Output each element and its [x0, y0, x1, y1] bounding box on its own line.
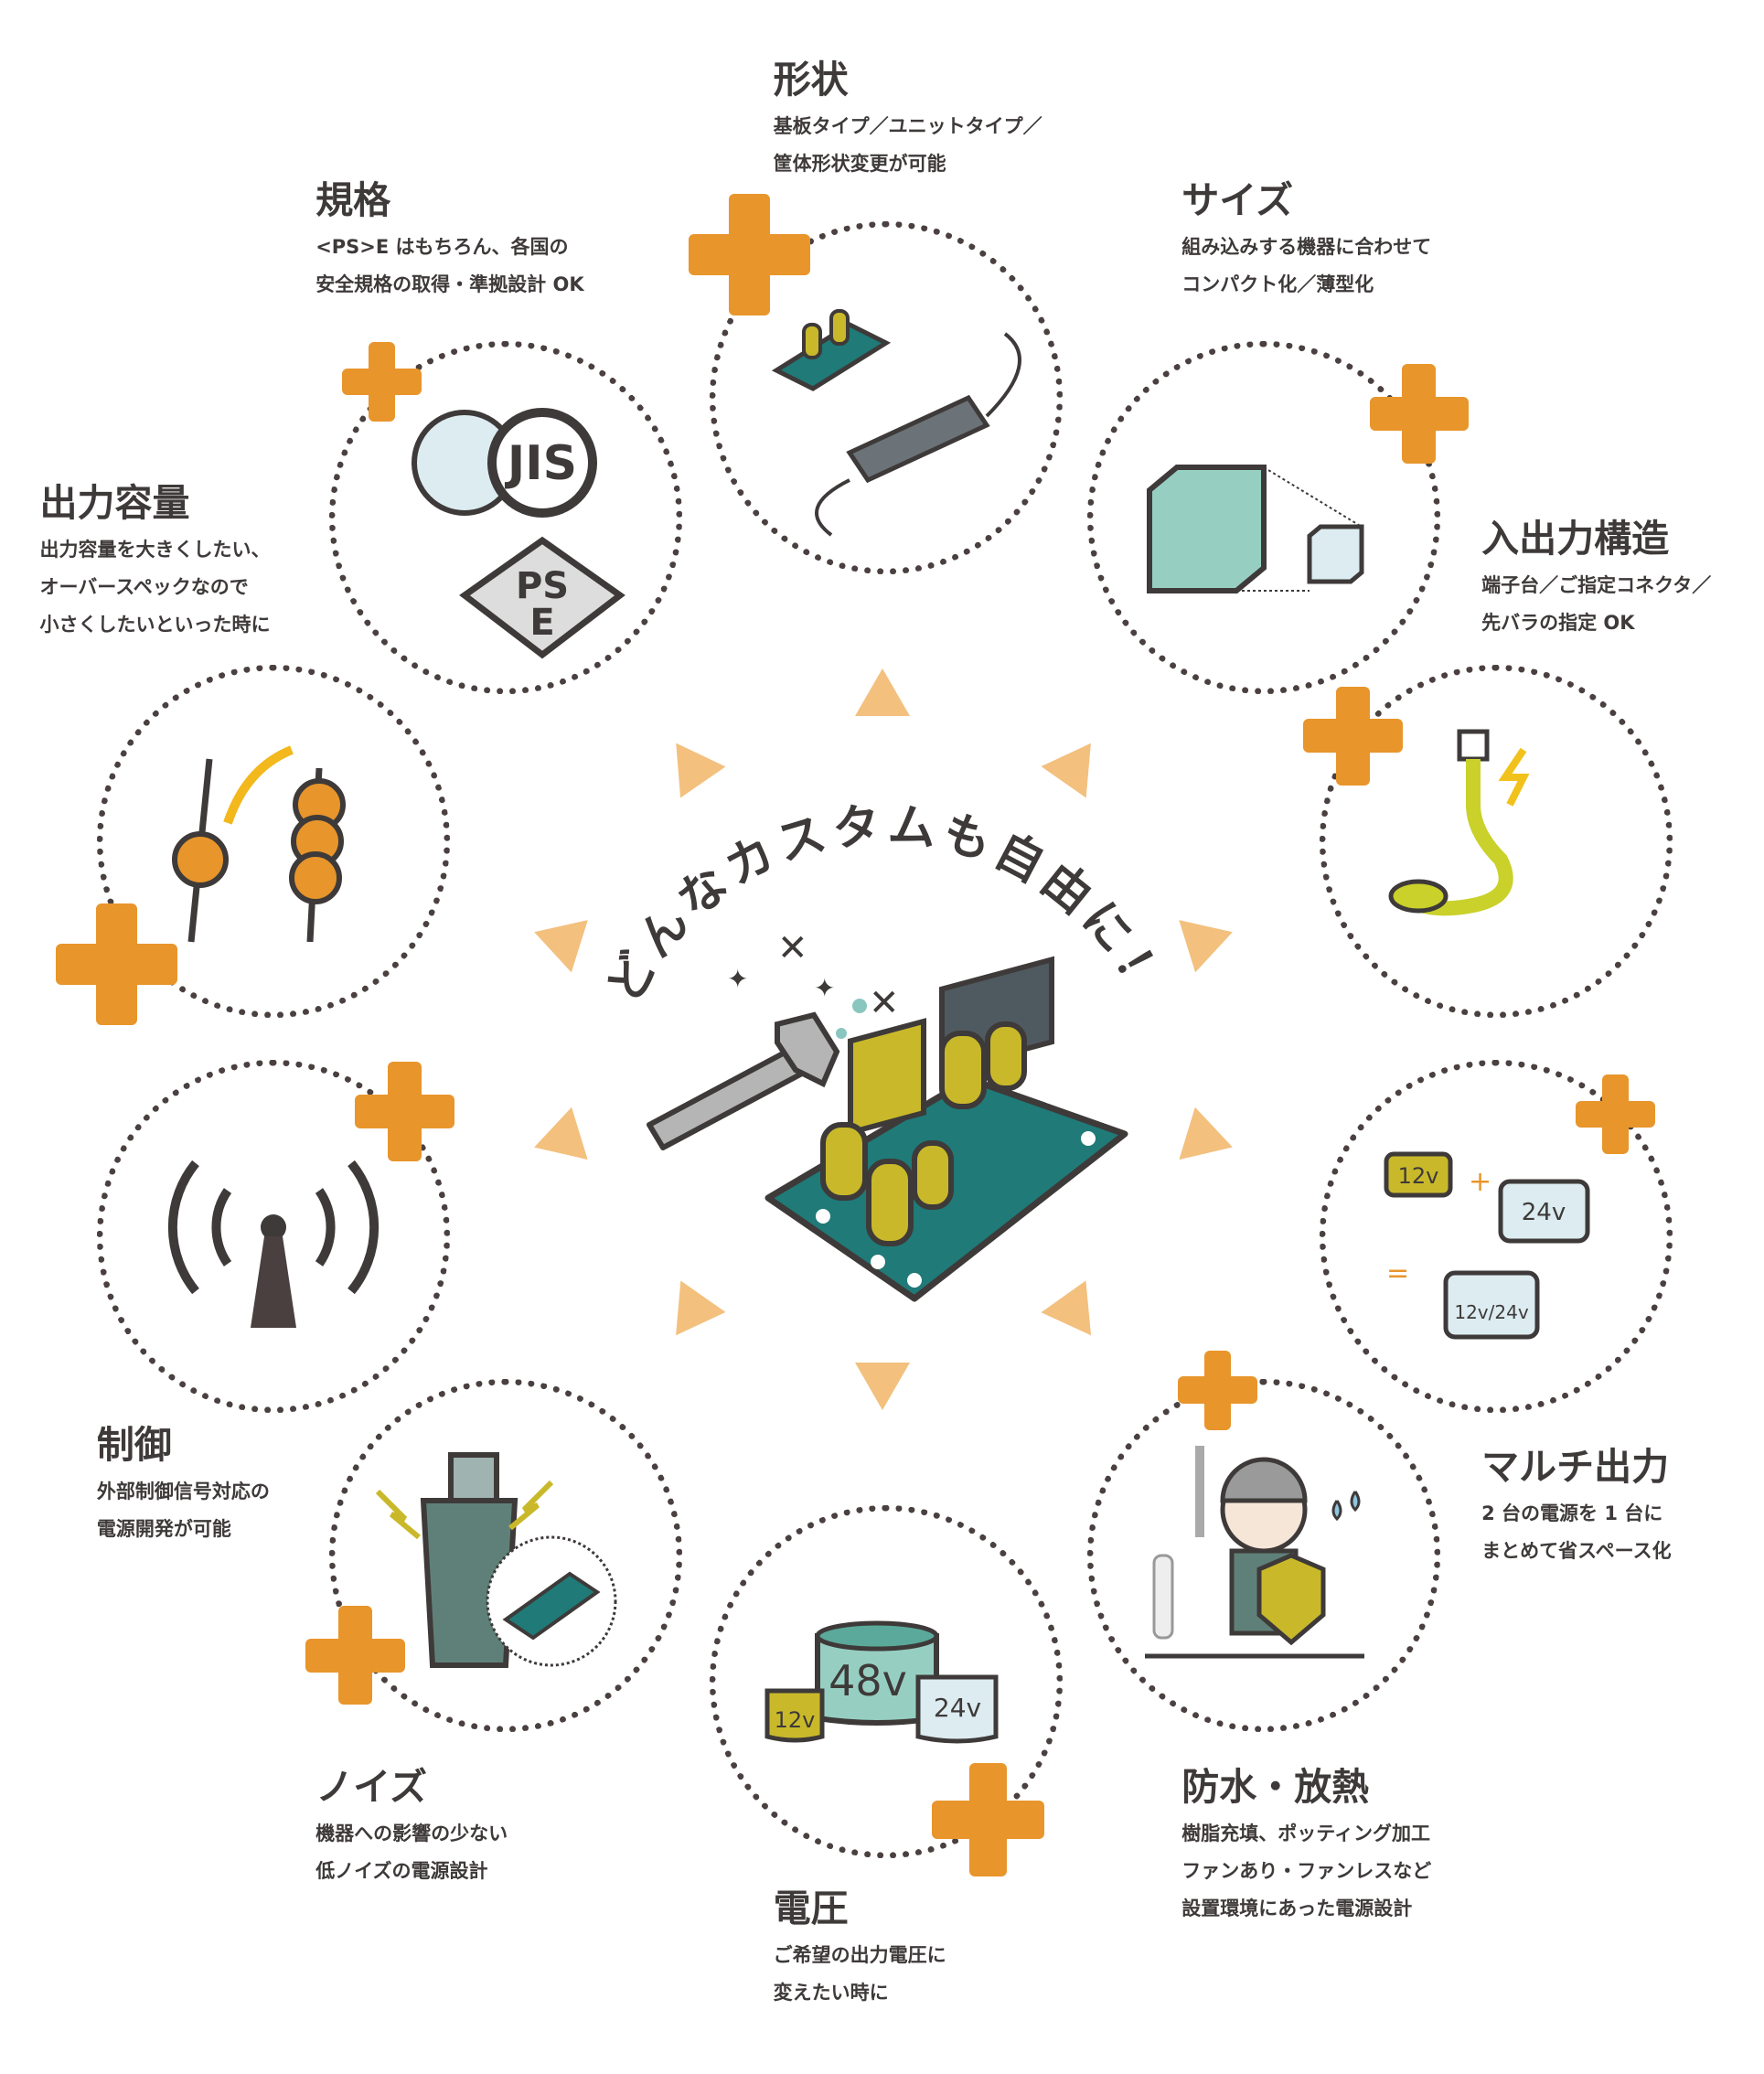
plus-icon	[55, 903, 178, 1026]
feature-standard: 規格 <PS>E はもちろん、各国の安全規格の取得・準拠設計 OK	[315, 180, 583, 304]
svg-text:=: =	[1386, 1257, 1409, 1289]
feature-description-line: 筐体形状変更が可能	[773, 153, 946, 176]
noise-shielded-device-icon	[375, 1452, 617, 1669]
svg-text:✕: ✕	[777, 927, 808, 969]
feature-description-line: 機器への影響の少ない	[315, 1823, 508, 1845]
feature-description-line: コンパクト化／薄型化	[1181, 273, 1374, 296]
dango-capacity-icon	[171, 744, 346, 942]
feature-capacity: 出力容量出力容量を大きくしたい、オーバースペックなので小さくしたいといった時に	[39, 480, 271, 644]
direction-arrow-icon	[854, 668, 910, 717]
feature-circle-voltage	[709, 1505, 1063, 1859]
feature-description-line: まとめて省スペース化	[1481, 1540, 1672, 1563]
plus-icon	[354, 1062, 454, 1161]
feature-description-line: 先バラの指定 OK	[1481, 612, 1635, 635]
plus-icon	[305, 1605, 405, 1705]
plus-icon	[1177, 1350, 1257, 1430]
feature-description-line: 外部制御信号対応の	[96, 1480, 270, 1502]
feature-description-line: オーバースペックなので	[39, 576, 249, 599]
wrench-icon	[647, 1011, 840, 1150]
feature-circle-standard	[328, 340, 682, 694]
feature-circle-noise	[328, 1379, 682, 1733]
svg-text:✦: ✦	[814, 973, 835, 1003]
feature-title: 防水・放熱	[1181, 1764, 1370, 1809]
voltage-cups-icon: 48v 12v 24v	[764, 1620, 999, 1744]
feature-description-line: ご希望の出力電圧に	[773, 1944, 946, 1967]
feature-waterproof: 防水・放熱樹脂充填、ポッティング加工ファンあり・ファンレスなど設置環境にあった電…	[1181, 1764, 1432, 1928]
feature-description-line: 設置環境にあった電源設計	[1181, 1898, 1413, 1920]
feature-description-line: 樹脂充填、ポッティング加工	[1181, 1823, 1431, 1845]
feature-circle-control	[96, 1059, 450, 1413]
svg-text:12v: 12v	[774, 1707, 815, 1733]
plus-icon	[1369, 364, 1470, 464]
knight-waterproof-icon	[1145, 1446, 1365, 1659]
direction-arrow-icon	[1041, 727, 1114, 798]
plus-icon	[931, 1763, 1045, 1876]
standards-marks-icon: JIS PSE	[411, 407, 625, 659]
feature-description-line: 出力容量を大きくしたい、	[39, 539, 271, 561]
svg-text:24v: 24v	[1522, 1199, 1566, 1226]
feature-circle-size	[1087, 340, 1441, 694]
feature-voltage: 電圧ご希望の出力電圧に変えたい時に	[774, 1888, 946, 2012]
feature-title: 形状	[773, 58, 849, 102]
svg-text:12v: 12v	[1398, 1163, 1439, 1189]
svg-text:E: E	[529, 602, 554, 644]
direction-arrow-icon	[526, 1107, 588, 1174]
feature-description-line: ファンあり・ファンレスなど	[1181, 1860, 1432, 1883]
plus-icon	[1303, 686, 1403, 786]
feature-multi: マルチ出力 2 台の電源を 1 台にまとめて省スペース化	[1481, 1447, 1671, 1570]
feature-description-line: 電源開発が可能	[96, 1517, 231, 1540]
feature-circle-waterproof	[1087, 1379, 1441, 1733]
svg-text:+: +	[1469, 1166, 1491, 1198]
feature-description-line: 変えたい時に	[773, 1982, 889, 2005]
feature-size: サイズ組み込みする機器に合わせてコンパクト化／薄型化	[1181, 180, 1431, 304]
feature-title: 出力容量	[39, 480, 190, 525]
feature-description-line: 小さくしたいといった時に	[39, 614, 271, 636]
feature-title: 規格	[315, 178, 391, 223]
feature-title: 電圧	[773, 1887, 849, 1931]
feature-description-line: 安全規格の取得・準拠設計 OK	[315, 273, 584, 296]
feature-shape: 形状基板タイプ／ユニットタイプ／ 筐体形状変更が可能	[774, 59, 1042, 183]
snake-cable-icon	[1388, 729, 1530, 915]
svg-text:12v/24v: 12v/24v	[1454, 1301, 1528, 1323]
svg-text:48v: 48v	[829, 1656, 907, 1705]
sparkle-icons: ✕ ✕ ✦ ✦	[727, 927, 900, 1039]
feature-circle-capacity	[96, 664, 450, 1018]
direction-arrow-icon	[526, 905, 588, 973]
jis-mark: JIS	[505, 436, 577, 491]
power-supply-unit-icon	[771, 309, 1021, 537]
feature-circle-shape	[709, 221, 1063, 575]
feature-description-line: 低ノイズの電源設計	[315, 1860, 488, 1883]
feature-title: 入出力構造	[1481, 517, 1670, 561]
direction-arrow-icon	[1178, 905, 1241, 973]
plus-icon	[342, 342, 422, 422]
direction-arrow-icon	[1179, 1107, 1241, 1174]
feature-title: 制御	[96, 1422, 172, 1467]
svg-text:✦: ✦	[727, 964, 748, 994]
pcb-board	[764, 956, 1128, 1302]
feature-control: 制御外部制御信号対応の電源開発が可能	[96, 1422, 270, 1548]
center-pcb-illustration: ✕ ✕ ✦ ✦	[647, 927, 1128, 1302]
direction-arrow-icon	[854, 1362, 910, 1410]
plus-icon	[688, 193, 811, 316]
feature-title: サイズ	[1181, 178, 1294, 223]
feature-noise: ノイズ機器への影響の少ない低ノイズの電源設計	[315, 1764, 508, 1890]
feature-description-line: 端子台／ご指定コネクタ／	[1481, 574, 1712, 597]
svg-text:24v: 24v	[934, 1693, 981, 1723]
feature-description-line: 基板タイプ／ユニットタイプ／	[773, 115, 1042, 138]
feature-circle-io	[1320, 664, 1673, 1018]
feature-title: マルチ出力	[1481, 1445, 1670, 1490]
svg-text:PS: PS	[516, 565, 569, 607]
feature-description-line: 2 台の電源を 1 台に	[1481, 1502, 1663, 1525]
feature-circle-multi	[1320, 1059, 1673, 1413]
antenna-signal-icon	[167, 1160, 379, 1328]
feature-title: ノイズ	[315, 1764, 427, 1809]
feature-description-line: 組み込みする機器に合わせて	[1181, 236, 1432, 259]
feature-io: 入出力構造端子台／ご指定コネクタ／ 先バラの指定 OK	[1481, 518, 1711, 642]
direction-arrow-icon	[653, 727, 726, 798]
svg-text:✕: ✕	[869, 982, 900, 1024]
feature-description-line: <PS>E はもちろん、各国の	[315, 236, 569, 259]
compact-box-icon	[1147, 464, 1364, 593]
plus-icon	[1576, 1074, 1656, 1154]
multi-output-cups-icon: 12v +24v = 12v/24v	[1384, 1151, 1590, 1340]
